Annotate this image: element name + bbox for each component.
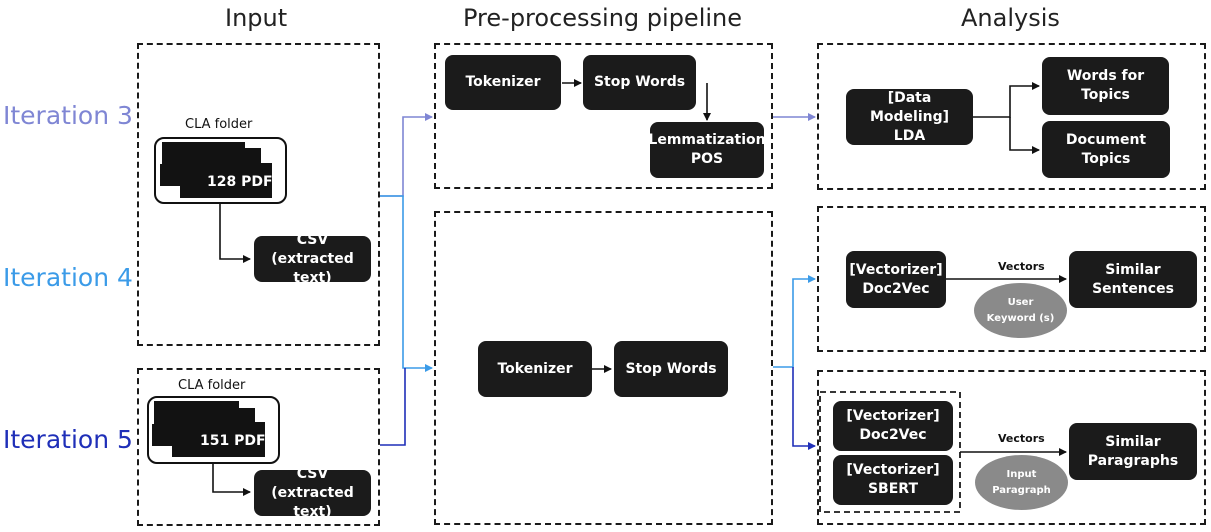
arrow-lda-to-docs	[1009, 117, 1040, 154]
header-input: Input	[225, 4, 288, 32]
doc2vec-node-iter4: [Vectorizer] Doc2Vec	[846, 251, 946, 308]
similar-sentences-node: Similar Sentences	[1069, 251, 1197, 308]
header-preprocessing: Pre-processing pipeline	[463, 4, 742, 32]
preprocess-frame-iter45	[434, 211, 773, 525]
vectors-label-iter5: Vectors	[998, 432, 1045, 445]
iteration-3-label: Iteration 3	[3, 101, 133, 130]
vectors-label-iter4: Vectors	[998, 260, 1045, 273]
sbert-node: [Vectorizer] SBERT	[833, 455, 953, 505]
header-analysis: Analysis	[961, 4, 1060, 32]
arrow-input-to-preprocess-iter3	[380, 113, 433, 197]
tokenizer-node-iter3: Tokenizer	[445, 55, 561, 110]
analysis-frame-iter3	[817, 43, 1206, 190]
user-keyword-oval: User Keyword (s)	[974, 283, 1067, 338]
arrow-folder-to-csv-top	[219, 204, 251, 263]
arrow-lda-to-words	[973, 82, 1040, 118]
analysis-frame-iter5	[817, 370, 1206, 525]
arrow-preprocess-to-analysis-iter5	[792, 367, 816, 450]
similar-paragraphs-node: Similar Paragraphs	[1069, 423, 1197, 480]
folder-label-top: CLA folder	[185, 117, 253, 132]
pdf-count-bottom: 151 PDFs	[200, 433, 274, 449]
arrow-preprocess-to-analysis-iter4	[773, 275, 816, 368]
input-frame-top	[137, 43, 380, 346]
pdf-folder-top: 128 PDFs	[154, 137, 287, 204]
stop-words-node-iter45: Stop Words	[614, 341, 728, 397]
stop-words-node-iter3: Stop Words	[583, 55, 696, 110]
folder-label-bottom: CLA folder	[178, 378, 246, 393]
iteration-5-label: Iteration 5	[3, 425, 133, 454]
pdf-folder-bottom: 151 PDFs	[147, 396, 280, 464]
preprocess-frame-iter3	[434, 43, 773, 189]
lemmatization-node: Lemmatization POS	[648, 122, 766, 178]
input-frame-bottom	[137, 368, 380, 526]
arrow-input-to-preprocess-iter4	[380, 195, 433, 372]
iteration-4-label: Iteration 4	[3, 263, 133, 292]
input-paragraph-oval: Input Paragraph	[975, 455, 1068, 510]
doc2vec-node-iter5: [Vectorizer] Doc2Vec	[833, 401, 953, 451]
analysis-frame-iter4	[817, 206, 1206, 352]
arrow-folder-to-csv-bottom	[212, 463, 251, 496]
tokenizer-node-iter45: Tokenizer	[478, 341, 592, 397]
words-for-topics-node: Words for Topics	[1042, 57, 1169, 115]
csv-node-top: CSV (extracted text)	[254, 232, 371, 286]
arrow-input-to-preprocess-iter5	[380, 368, 406, 446]
pdf-count-top: 128 PDFs	[207, 174, 281, 190]
csv-node-bottom: CSV (extracted text)	[254, 466, 371, 520]
document-topics-node: Document Topics	[1042, 121, 1170, 178]
lda-model-node: [Data Modeling] LDA	[846, 89, 973, 145]
